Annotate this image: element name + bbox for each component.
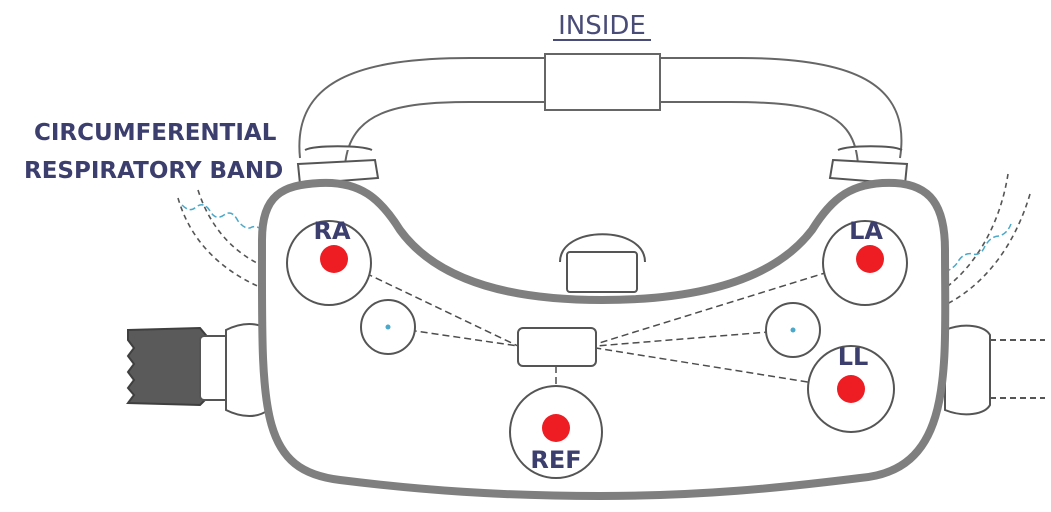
respiratory-band-right xyxy=(939,173,1031,306)
electrode-ll-label: LL xyxy=(838,343,869,371)
band-wire-left xyxy=(181,204,267,236)
electrode-la-label: LA xyxy=(849,217,883,245)
electrode-ref-label: REF xyxy=(530,446,581,474)
left-strap-loop xyxy=(296,145,380,186)
central-module xyxy=(517,327,597,367)
electrode-ll-dot xyxy=(837,375,865,403)
right-strap-loop xyxy=(828,145,909,186)
electrode-ra-label: RA xyxy=(313,217,350,245)
electrode-ref-dot xyxy=(542,414,570,442)
buckle xyxy=(126,323,269,417)
band-label-line1: CIRCUMFERENTIAL xyxy=(34,120,277,146)
d-ring xyxy=(559,233,646,293)
electrode-la-dot xyxy=(856,245,884,273)
right-strap-end xyxy=(944,324,1045,416)
pad-right-small-dot xyxy=(790,327,796,333)
band-wire-right xyxy=(944,223,1012,273)
pad-left-small-dot xyxy=(385,324,391,330)
electrode-ra-dot xyxy=(320,245,348,273)
diagram-title: INSIDE xyxy=(558,11,646,41)
respiratory-band-left xyxy=(177,189,269,289)
top-handle xyxy=(298,53,903,166)
belt-body xyxy=(257,178,950,501)
band-label-line2: RESPIRATORY BAND xyxy=(24,158,283,184)
